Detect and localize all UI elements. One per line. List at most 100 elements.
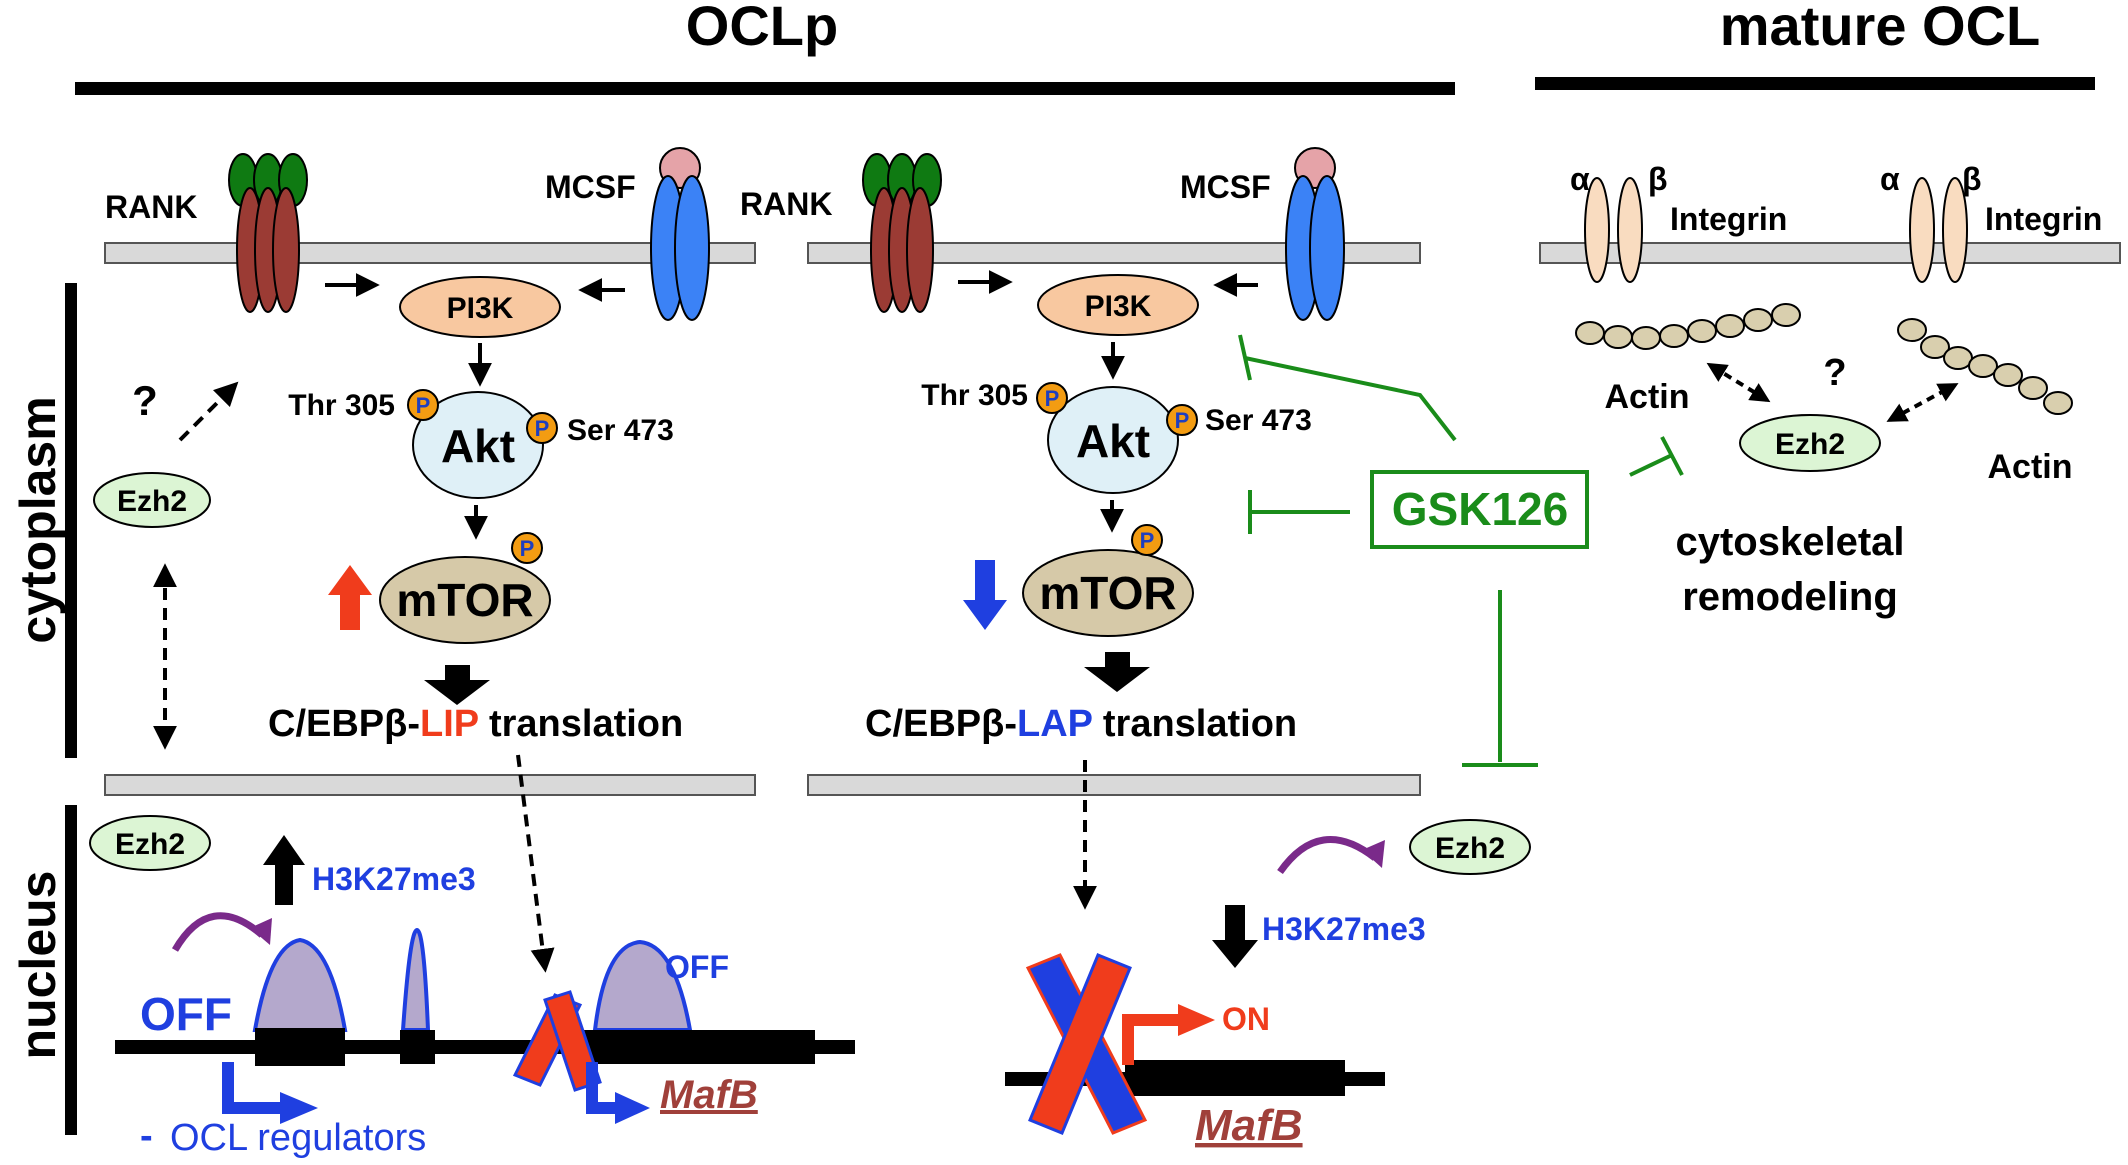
question-mark-right: ? bbox=[1823, 352, 1846, 394]
phospho-thr305-label-left: P bbox=[416, 393, 431, 418]
thr305-label-left: Thr 305 bbox=[288, 389, 395, 422]
ezh2-label-nucleus-middle: Ezh2 bbox=[1435, 832, 1505, 865]
methylation-curve-left bbox=[171, 912, 265, 952]
down-arrow-blue bbox=[963, 560, 1007, 630]
integrin-label-right: Integrin bbox=[1985, 201, 2102, 237]
remodeling-line2: remodeling bbox=[1682, 575, 1898, 619]
nuclear-membrane-left bbox=[104, 774, 756, 796]
ezh2-label-cytoplasm: Ezh2 bbox=[117, 485, 187, 518]
rank-label-left: RANK bbox=[105, 189, 197, 225]
h3k27me3-label-left: H3K27me3 bbox=[312, 861, 476, 897]
phospho-ser473-label-left: P bbox=[535, 416, 550, 441]
methylation-curve-head-middle bbox=[1362, 840, 1385, 868]
alpha-label-left: α bbox=[1570, 161, 1590, 197]
integrin-left bbox=[1584, 177, 1643, 283]
phospho-ser473-middle bbox=[1166, 404, 1198, 436]
off-label-small: OFF bbox=[665, 949, 729, 985]
lip-to-nucleus-dashed-arrow bbox=[516, 754, 555, 973]
ezh2-node-nucleus-left bbox=[89, 815, 211, 871]
nucleus-bar bbox=[65, 805, 77, 1135]
gsk126-inhibit-pi3k-bar bbox=[1238, 334, 1252, 381]
mcsf-receptor-middle bbox=[1285, 147, 1345, 321]
ezh2-node-nucleus-middle bbox=[1409, 819, 1531, 875]
mafb-label-middle: MafB bbox=[1195, 1101, 1303, 1150]
tss-arrow-ocl-regulators bbox=[222, 1062, 285, 1114]
phospho-thr305-label-middle: P bbox=[1045, 386, 1060, 411]
translation-lap: C/EBPβ-LAP translation bbox=[865, 703, 1297, 745]
methylation-curve-middle bbox=[1277, 836, 1378, 875]
ser473-label-left: Ser 473 bbox=[567, 414, 674, 447]
phospho-thr305-left bbox=[407, 389, 439, 421]
ocl-regulators-label: OCL regulators bbox=[170, 1117, 426, 1159]
ezh2-label-nucleus-left: Ezh2 bbox=[115, 828, 185, 861]
cytoplasm-bar bbox=[65, 283, 77, 758]
ezh2-to-pi3k-dashed-arrow bbox=[178, 381, 239, 442]
methylation-curve-head-left bbox=[250, 918, 272, 945]
header-oclp-bar bbox=[75, 82, 1455, 95]
tss-arrow-head-mafb-on bbox=[1178, 1004, 1215, 1036]
gsk126-inhibit-pi3k-line bbox=[1244, 356, 1457, 442]
mafb-label-left: MafB bbox=[660, 1073, 758, 1117]
actin-label-right: Actin bbox=[1988, 448, 2073, 486]
cytoplasm-label: cytoplasm bbox=[10, 396, 66, 643]
integrin-label-left: Integrin bbox=[1670, 201, 1787, 237]
gsk126-inhibit-remodeling-line bbox=[1629, 453, 1673, 477]
h3k27me3-label-middle: H3K27me3 bbox=[1262, 911, 1426, 947]
h3k27me3-peak-2 bbox=[400, 927, 431, 1032]
phospho-ser473-left bbox=[526, 412, 558, 444]
lap-factor-x bbox=[1025, 953, 1148, 1135]
ezh2-node-cytoplasm bbox=[93, 472, 211, 528]
tss-arrow-head-ocl bbox=[280, 1092, 318, 1124]
phospho-mtor-label-middle: P bbox=[1140, 528, 1155, 553]
ezh2-label-mature: Ezh2 bbox=[1775, 428, 1845, 461]
question-mark-left: ? bbox=[132, 377, 158, 424]
rank-receptor-middle bbox=[862, 153, 942, 313]
pi3k-node-left bbox=[399, 276, 561, 338]
beta-label-right: β bbox=[1962, 161, 1982, 197]
h3k27me3-down-arrow bbox=[1212, 905, 1258, 968]
membrane-middle bbox=[807, 242, 1421, 264]
ser473-label-middle: Ser 473 bbox=[1205, 404, 1312, 437]
mtor-node-left bbox=[379, 556, 551, 644]
rank-label-middle: RANK bbox=[740, 186, 832, 222]
tss-arrow-mafb-on bbox=[1122, 1014, 1182, 1065]
off-label-large: OFF bbox=[140, 988, 232, 1040]
tss-arrow-mafb-left bbox=[586, 1062, 620, 1114]
header-oclp: OCLp bbox=[686, 0, 838, 57]
ezh2-node-mature bbox=[1739, 414, 1881, 472]
actin-filament-right bbox=[1897, 318, 2073, 415]
akt-label-left: Akt bbox=[441, 420, 515, 472]
gsk126-inhibit-remodeling-bar bbox=[1660, 436, 1684, 476]
phospho-mtor-middle bbox=[1131, 524, 1163, 556]
gsk126-label: GSK126 bbox=[1392, 483, 1568, 535]
tss-arrow-head-mafb-left bbox=[615, 1092, 650, 1124]
nucleus-label: nucleus bbox=[10, 871, 66, 1060]
rank-receptor-left bbox=[228, 153, 308, 313]
akt-label-middle: Akt bbox=[1076, 415, 1150, 467]
alpha-label-right: α bbox=[1880, 161, 1900, 197]
h3k27me3-up-arrow bbox=[263, 835, 305, 905]
integrin-right bbox=[1909, 177, 1968, 283]
gene-block-1 bbox=[255, 1028, 345, 1066]
pi3k-node-middle bbox=[1037, 274, 1199, 336]
up-arrow-red bbox=[328, 565, 372, 630]
mcsf-receptor-left bbox=[650, 147, 710, 321]
mtor-label-middle: mTOR bbox=[1039, 567, 1176, 619]
minus-sign: - bbox=[140, 1115, 153, 1157]
akt-node-middle bbox=[1047, 386, 1179, 494]
remodeling-line1: cytoskeletal bbox=[1675, 520, 1904, 564]
translation-lip: C/EBPβ-LIP translation bbox=[268, 703, 683, 745]
pi3k-label-middle: PI3K bbox=[1085, 290, 1152, 323]
phospho-mtor-label-left: P bbox=[520, 536, 535, 561]
actin-filament-left bbox=[1575, 303, 1801, 350]
thick-down-arrow-left bbox=[424, 665, 490, 705]
ezh2-actin-right-arrow bbox=[1886, 383, 1959, 422]
on-label: ON bbox=[1222, 1001, 1270, 1037]
gsk126-box bbox=[1370, 470, 1589, 549]
beta-label-left: β bbox=[1648, 161, 1668, 197]
akt-node-left bbox=[412, 391, 544, 499]
gene-block-mafb-middle bbox=[1125, 1060, 1345, 1096]
pi3k-label-left: PI3K bbox=[447, 292, 514, 325]
phospho-thr305-middle bbox=[1036, 382, 1068, 414]
